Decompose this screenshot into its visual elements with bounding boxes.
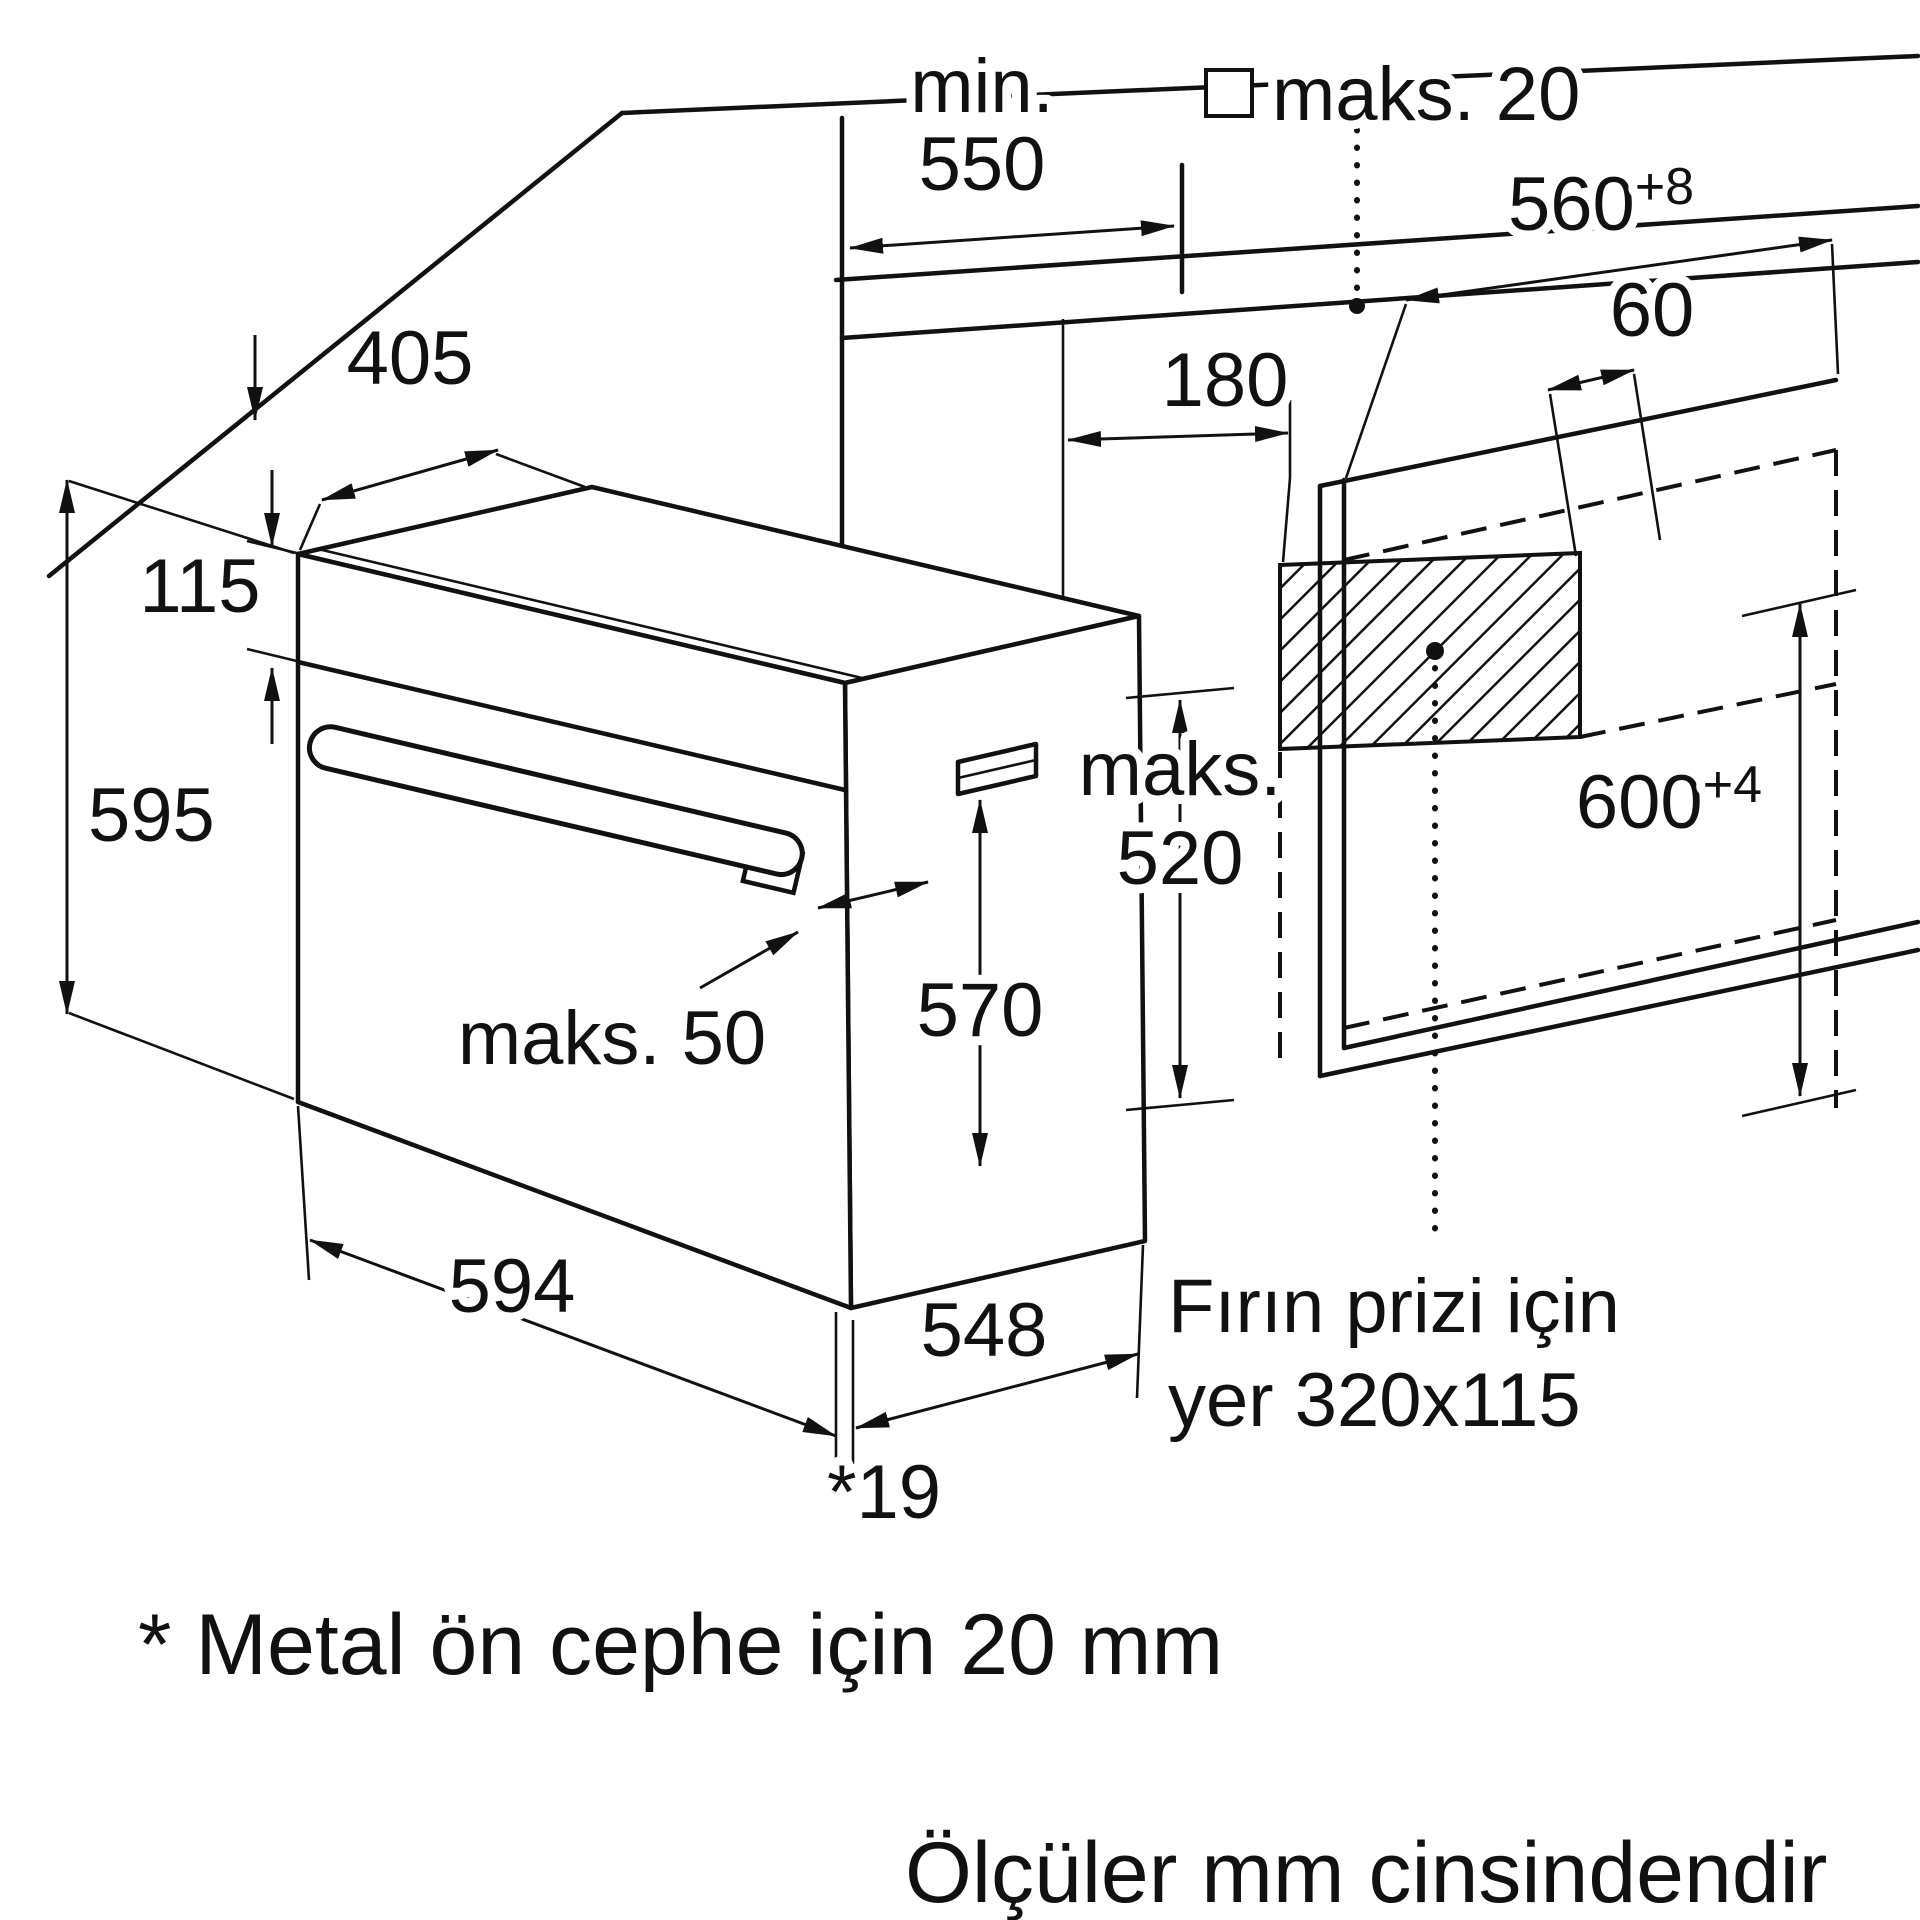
min-550-label: 550 bbox=[919, 122, 1046, 207]
dimension-lines bbox=[59, 220, 1857, 1464]
socket-note-line2: yer 320x115 bbox=[1168, 1358, 1581, 1443]
dim-50-arrow bbox=[817, 880, 929, 910]
oven-top-frame-line bbox=[317, 547, 863, 680]
dim-60-arrow bbox=[1547, 368, 1635, 392]
dim-405-label: 405 bbox=[347, 316, 474, 401]
min-label: min. bbox=[910, 44, 1054, 129]
oven-side-face bbox=[842, 613, 1148, 1311]
dim-180-label: 180 bbox=[1162, 338, 1289, 423]
socket-reference-lines bbox=[1349, 127, 1444, 1243]
side-vent-slot bbox=[955, 741, 1039, 797]
maks-20-label: maks. 20 bbox=[1272, 52, 1580, 137]
dim-115-label: 115 bbox=[139, 544, 260, 629]
dim-405-arrow bbox=[321, 448, 499, 502]
dim-548-arrow bbox=[855, 1352, 1139, 1430]
dim-594-label: 594 bbox=[449, 1244, 576, 1329]
dim-560-arrow bbox=[1405, 236, 1833, 304]
dimension-labels: min. 550 maks. 20 560+8 405 115 595 180 … bbox=[79, 35, 1771, 1544]
niche-frame bbox=[1317, 377, 1920, 1079]
dim-594-arrow bbox=[309, 1238, 837, 1438]
dim-570-label: 570 bbox=[917, 968, 1044, 1053]
oven-handle bbox=[306, 724, 805, 878]
dim-600-label: 600+4 bbox=[1576, 756, 1762, 845]
notes: * Metal ön cephe için 20 mm Ölçüler mm c… bbox=[129, 1588, 1836, 1920]
dim-60-label: 60 bbox=[1610, 268, 1695, 353]
dim-19-label: *19 bbox=[827, 1450, 941, 1535]
footnote: * Metal ön cephe için 20 mm bbox=[138, 1597, 1223, 1693]
dim-50-leader-arrow bbox=[699, 930, 799, 990]
control-panel-line bbox=[295, 659, 848, 793]
dim-560-label: 560+8 bbox=[1508, 158, 1694, 247]
oven bbox=[295, 484, 1148, 1311]
dim-548-label: 548 bbox=[921, 1288, 1048, 1373]
units-note: Ölçüler mm cinsindendir bbox=[905, 1825, 1827, 1920]
reference-dot bbox=[1349, 298, 1365, 314]
dim-520-label: 520 bbox=[1117, 816, 1244, 901]
socket-center-dot bbox=[1426, 642, 1444, 660]
dim-min550-arrow bbox=[849, 220, 1175, 254]
dim-180-arrow bbox=[1067, 426, 1289, 447]
socket-note-line1: Fırın prizi için bbox=[1168, 1264, 1620, 1349]
square-symbol bbox=[1204, 68, 1254, 118]
maks-50-label: maks. 50 bbox=[458, 996, 766, 1081]
oven-front-face bbox=[295, 551, 854, 1311]
maks-label: maks. bbox=[1079, 727, 1282, 812]
dim-595-label: 595 bbox=[88, 773, 215, 858]
